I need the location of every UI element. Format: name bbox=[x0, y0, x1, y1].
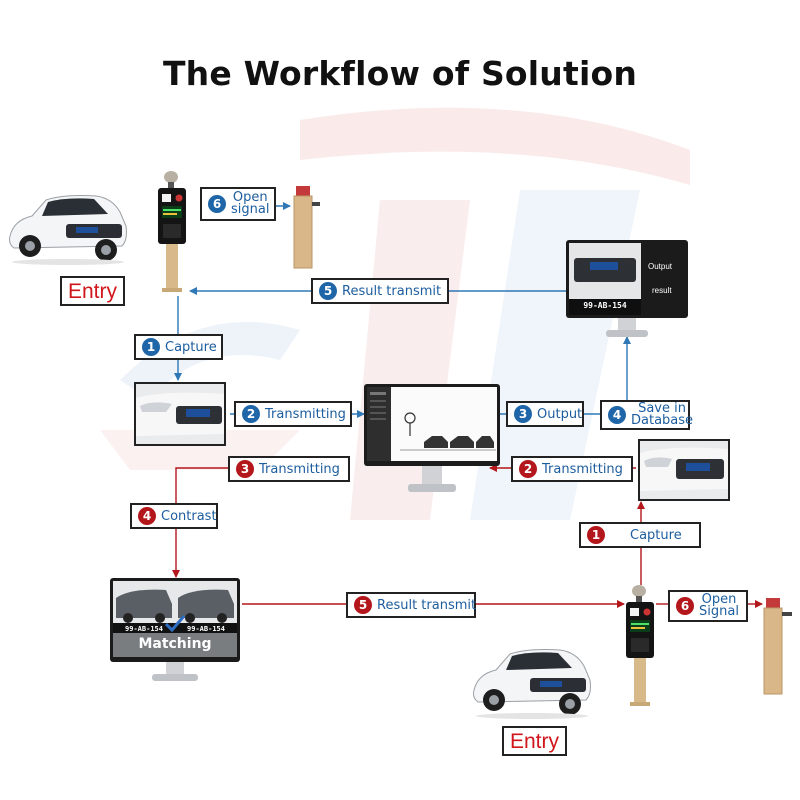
step-output-entry: 3 Output bbox=[506, 401, 584, 427]
entry-label-bottom: Entry bbox=[502, 726, 568, 756]
step-number-badge: 3 bbox=[514, 405, 532, 423]
exit-barrier-gate bbox=[763, 598, 792, 695]
output-result-monitor: 99-AB-154 Output result bbox=[566, 240, 688, 340]
step-number-badge: 5 bbox=[319, 282, 337, 300]
entry-capture-photo bbox=[134, 382, 226, 446]
matching-monitor: 99-AB-154 99-AB-154 Matching bbox=[110, 578, 240, 686]
step-number-badge: 2 bbox=[242, 405, 260, 423]
matching-screen-text: Matching bbox=[138, 636, 212, 652]
entry-kiosk-camera bbox=[158, 171, 186, 292]
step-open-signal-exit: 6 Open Signal bbox=[668, 590, 748, 622]
step-number-badge: 2 bbox=[519, 460, 537, 478]
exit-capture-photo bbox=[638, 439, 730, 501]
step-capture-entry: 1 Capture bbox=[134, 334, 223, 360]
step-number-badge: 4 bbox=[138, 507, 156, 525]
matching-plate-a: 99-AB-154 bbox=[125, 625, 163, 633]
output-plate-number: 99-AB-154 bbox=[583, 301, 627, 310]
step-number-badge: 4 bbox=[608, 406, 626, 424]
step-number-badge: 5 bbox=[354, 596, 372, 614]
step-result-transmit-exit: 5 Result transmit bbox=[346, 592, 476, 618]
matching-plate-b: 99-AB-154 bbox=[187, 625, 225, 633]
step-result-transmit-entry: 5 Result transmit bbox=[311, 278, 449, 304]
exit-kiosk-camera bbox=[626, 585, 654, 706]
step-number-badge: 1 bbox=[142, 338, 160, 356]
step-number-badge: 6 bbox=[208, 195, 226, 213]
step-number-badge: 1 bbox=[587, 526, 605, 544]
step-number-badge: 3 bbox=[236, 460, 254, 478]
entry-car-image bbox=[9, 195, 127, 265]
exit-car-image bbox=[473, 649, 591, 719]
step-number-badge: 6 bbox=[676, 597, 694, 615]
output-screen-text: Output bbox=[648, 262, 673, 271]
central-server-monitor bbox=[364, 384, 500, 496]
step-save-database-entry: 4 Save in Database bbox=[600, 400, 693, 430]
step-transmitting-contrast: 3 Transmitting bbox=[228, 456, 350, 482]
step-contrast: 4 Contrast bbox=[130, 503, 218, 529]
step-open-signal-entry: 6 Open signal bbox=[200, 187, 276, 221]
result-screen-text: result bbox=[652, 286, 672, 295]
entry-barrier-gate bbox=[293, 186, 320, 269]
step-transmitting-exit: 2 Transmitting bbox=[511, 456, 633, 482]
entry-label-top: Entry bbox=[60, 276, 126, 306]
page-title: The Workflow of Solution bbox=[162, 54, 638, 93]
step-capture-exit: 1 Capture bbox=[579, 522, 701, 548]
step-transmitting-entry: 2 Transmitting bbox=[234, 401, 352, 427]
